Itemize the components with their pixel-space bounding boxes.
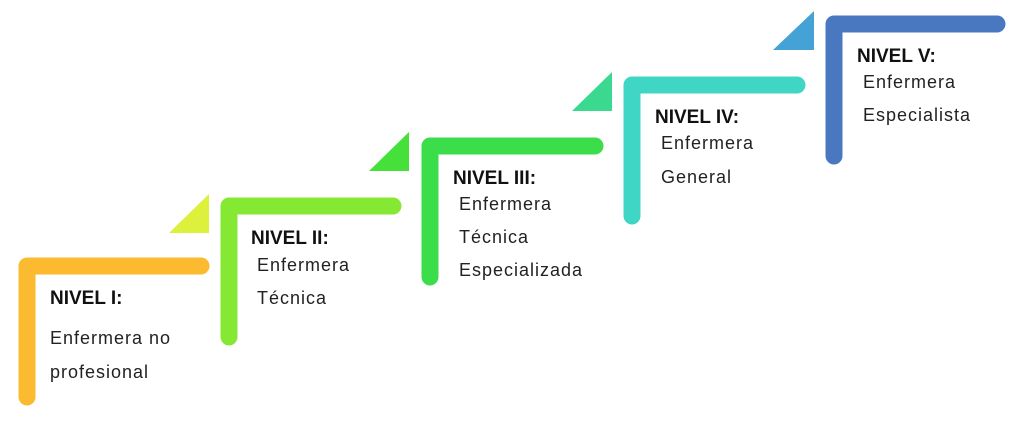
level-2-line-2: Técnica: [257, 288, 328, 308]
level-5-line-1: Enfermera: [863, 72, 957, 92]
level-3-line-3: Especializada: [459, 260, 584, 280]
level-4-line-2: General: [661, 167, 733, 187]
step-4-accent-triangle: [572, 72, 612, 111]
level-4-line-1: Enfermera: [661, 133, 755, 153]
step-3-accent-triangle: [369, 132, 409, 171]
step-level-4: [572, 72, 806, 225]
level-2-line-1: Enfermera: [257, 255, 351, 275]
level-1-line-2: profesional: [50, 362, 150, 382]
level-3-title: NIVEL III:: [453, 168, 537, 189]
level-1-title: NIVEL I:: [50, 288, 123, 309]
step-level-2: [169, 194, 402, 346]
step-2-bracket: [220, 197, 402, 346]
step-4-bracket: [623, 76, 806, 225]
step-level-1: [18, 257, 210, 406]
step-1-bracket: [18, 257, 210, 406]
step-5-bracket: [825, 15, 1006, 165]
level-3-line-2: Técnica: [459, 227, 530, 247]
step-level-3: [369, 132, 604, 286]
level-1-line-1: Enfermera no: [50, 328, 172, 348]
level-3-line-1: Enfermera: [459, 194, 553, 214]
level-2-title: NIVEL II:: [251, 228, 329, 249]
level-4-title: NIVEL IV:: [655, 107, 740, 128]
step-2-accent-triangle: [169, 194, 209, 233]
step-3-bracket: [421, 137, 604, 286]
step-5-accent-triangle: [773, 11, 814, 50]
level-5-title: NIVEL V:: [857, 46, 936, 67]
level-5-line-2: Especialista: [863, 105, 972, 125]
step-level-5: [773, 11, 1006, 165]
